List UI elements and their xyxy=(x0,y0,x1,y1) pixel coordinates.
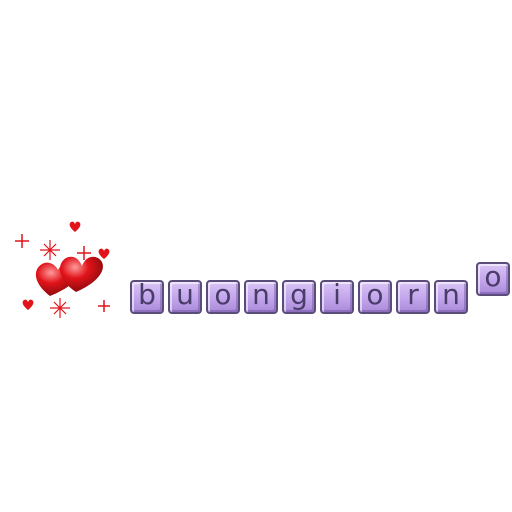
letter-tile: g xyxy=(282,280,316,314)
letter-tile: r xyxy=(396,280,430,314)
small-heart-icon xyxy=(69,221,81,232)
letter-text: b xyxy=(138,278,156,311)
letter-tile: n xyxy=(244,280,278,314)
letter-tile: o xyxy=(206,280,240,314)
letter-text: o xyxy=(214,278,232,311)
letter-text: i xyxy=(333,278,341,311)
letter-text: r xyxy=(407,278,419,311)
letter-tile: o xyxy=(358,280,392,314)
letter-text: o xyxy=(484,260,502,293)
sparkle-icon xyxy=(77,246,91,260)
sparkle-icon xyxy=(40,240,60,260)
letter-tile: u xyxy=(168,280,202,314)
letter-text: n xyxy=(442,278,460,311)
sparkle-icon xyxy=(98,300,110,312)
large-heart-icon xyxy=(60,256,103,292)
letter-text: n xyxy=(252,278,270,311)
sparkle-icon xyxy=(15,234,29,248)
sparkle-icon xyxy=(50,298,70,318)
letter-text: o xyxy=(366,278,384,311)
letter-text: g xyxy=(290,278,308,311)
letter-text: u xyxy=(176,278,194,311)
letter-tile: i xyxy=(320,280,354,314)
letter-tile: b xyxy=(130,280,164,314)
letter-tile: n xyxy=(434,280,468,314)
small-heart-icon xyxy=(98,248,110,259)
letter-tile: o xyxy=(476,262,510,296)
small-heart-icon xyxy=(22,299,34,310)
